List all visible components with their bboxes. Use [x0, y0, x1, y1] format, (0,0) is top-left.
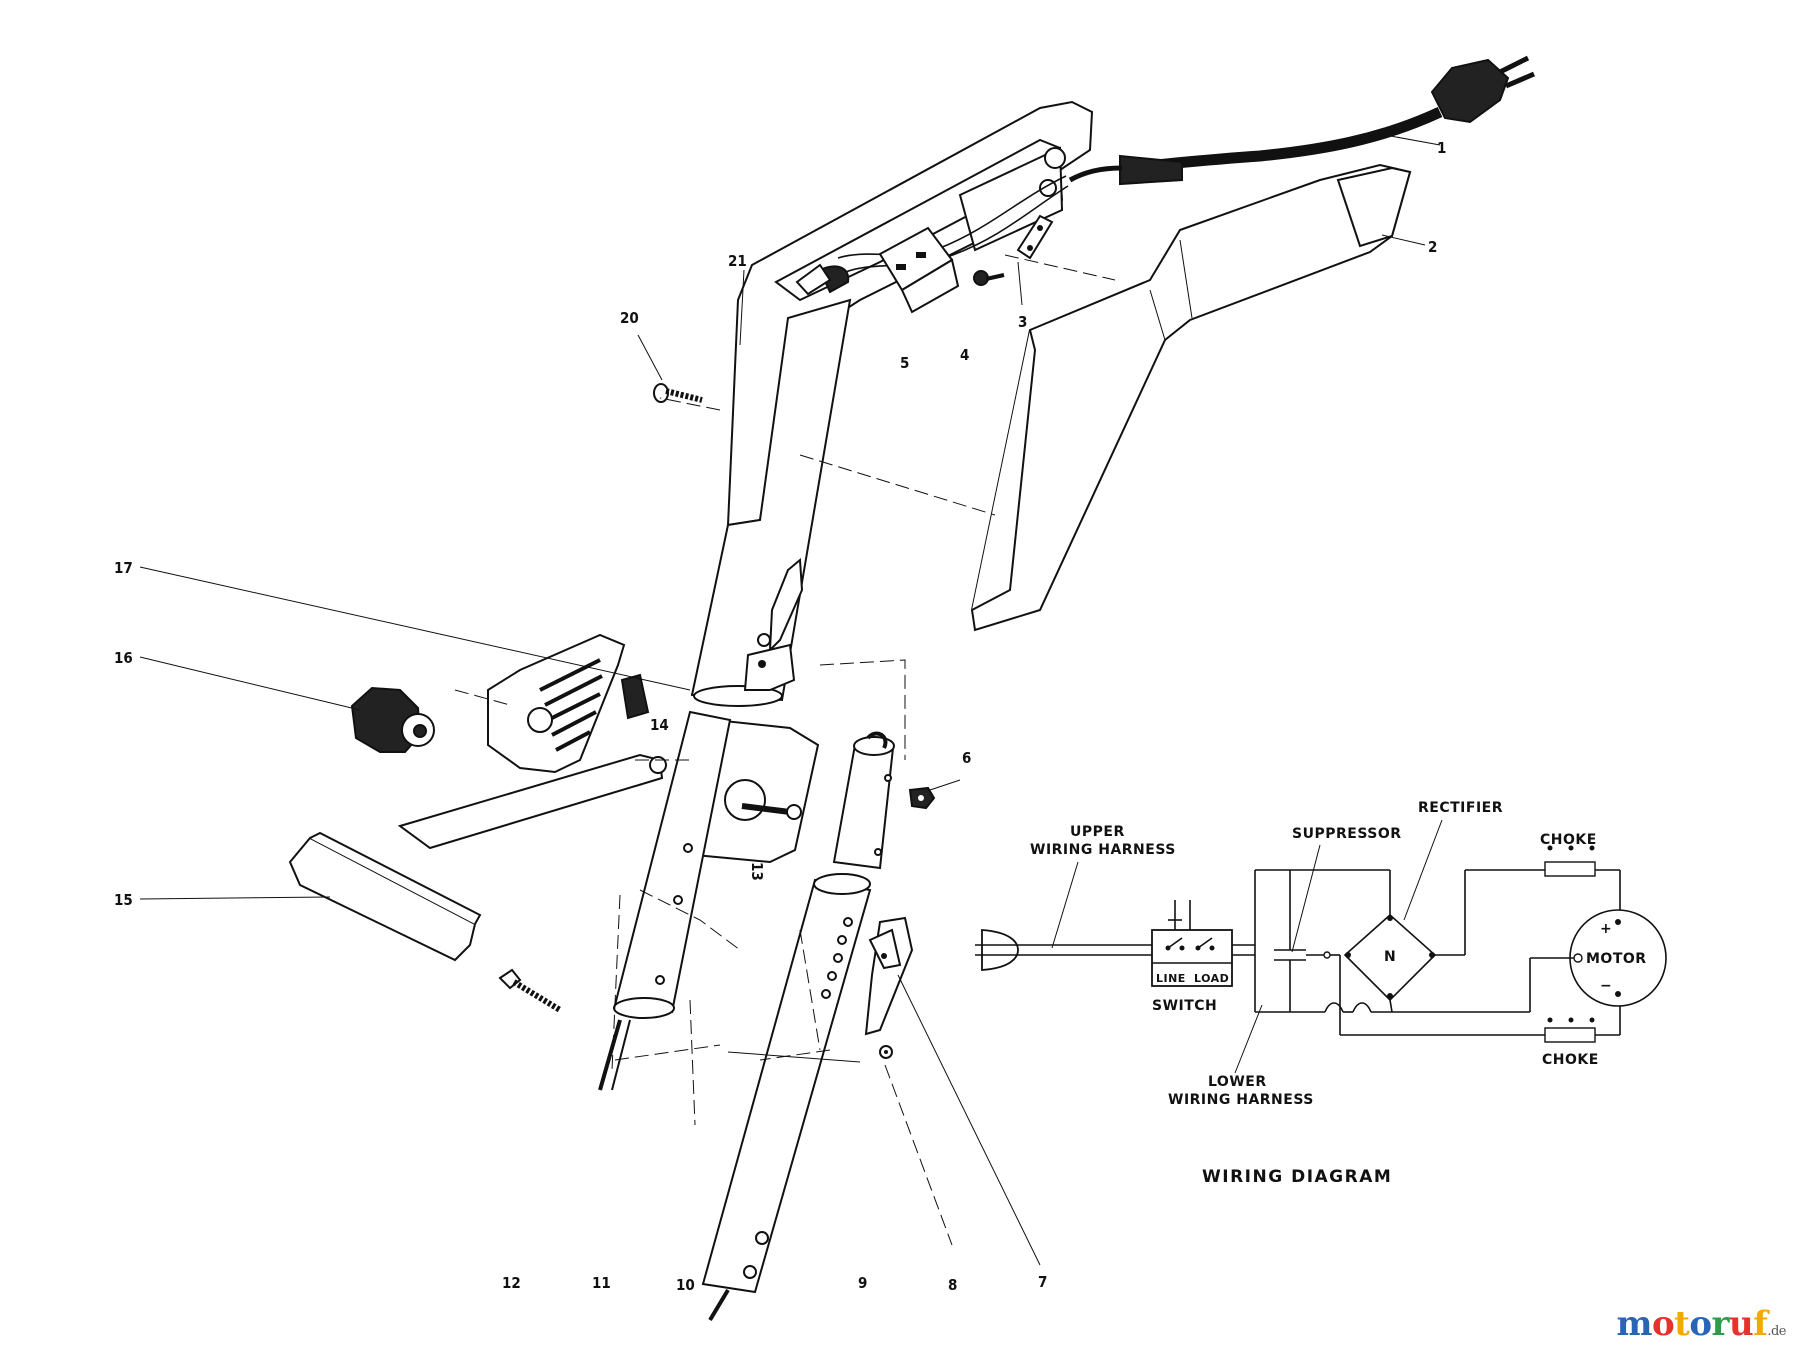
callout-17: 17 [114, 559, 133, 577]
switch-symbol [1151, 929, 1233, 987]
bolt-12 [498, 968, 562, 1013]
callout-5: 5 [900, 354, 909, 372]
callout-10: 10 [676, 1276, 695, 1294]
callout-1: 1 [1437, 139, 1446, 157]
callout-11: 11 [592, 1274, 611, 1292]
callout-21: 21 [728, 252, 747, 270]
upper-handle-right-half [970, 163, 1412, 632]
plug-symbol [981, 929, 1019, 971]
callout-16: 16 [114, 649, 133, 667]
lower-harness-label-2: WIRING HARNESS [1168, 1092, 1314, 1108]
lower-handle-15 [288, 753, 667, 962]
callout-15: 15 [114, 891, 133, 909]
leader-lines [139, 134, 1441, 1266]
lower-harness-label-1: LOWER [1208, 1074, 1267, 1090]
power-cord-plug [1068, 55, 1535, 186]
callout-14: 14 [650, 716, 669, 734]
callout-9: 9 [858, 1274, 867, 1292]
callout-20: 20 [620, 309, 639, 327]
switch-label: SWITCH [1152, 998, 1217, 1014]
upper-handle-left-half [726, 100, 1094, 527]
callout-3: 3 [1018, 313, 1027, 331]
switch-part [878, 226, 960, 314]
motor-label: MOTOR [1586, 951, 1647, 967]
watermark-letter: o [1689, 1304, 1712, 1344]
watermark-letter: f [1753, 1304, 1768, 1344]
choke-top-label: CHOKE [1540, 832, 1597, 848]
screw-4 [973, 270, 1005, 286]
mounting-bracket-17 [487, 633, 626, 774]
choke-bottom-symbol [1544, 1027, 1596, 1043]
callout-13: 13 [748, 862, 766, 881]
watermark-letter: r [1711, 1304, 1730, 1344]
callout-7: 7 [1038, 1273, 1047, 1291]
assembly-lines [454, 254, 1116, 1246]
callout-6: 6 [962, 749, 971, 767]
adjustment-knob-16 [350, 686, 435, 753]
motor-plus: + [1600, 921, 1612, 937]
callout-numbers: 1 2 3 4 5 6 7 8 9 10 11 12 13 14 15 16 1… [114, 139, 1446, 1294]
switch-load-label: LOAD [1194, 972, 1229, 985]
latch-7 [864, 916, 914, 1036]
cord-clamp [1016, 214, 1054, 260]
watermark-letter: u [1728, 1304, 1754, 1344]
suppressor-label: SUPPRESSOR [1292, 826, 1402, 842]
watermark-tld: .de [1767, 1324, 1786, 1339]
spring-14 [620, 673, 650, 720]
watermark-letter: t [1674, 1304, 1690, 1344]
latch-upper [743, 557, 804, 691]
lower-tube-9 [701, 873, 872, 1322]
upper-harness-label-2: WIRING HARNESS [1030, 842, 1176, 858]
watermark-letter: m [1616, 1304, 1652, 1344]
nut-6 [908, 786, 936, 810]
watermark-letters: motoruf [1616, 1304, 1767, 1344]
wiring-diagram-title: WIRING DIAGRAM [1202, 1167, 1392, 1187]
upper-harness-label-1: UPPER [1070, 824, 1125, 840]
wiring-diagram: LINE LOAD SWITCH N [975, 800, 1667, 1187]
watermark-letter: o [1651, 1304, 1675, 1344]
callout-4: 4 [960, 346, 969, 364]
callout-2: 2 [1428, 238, 1437, 256]
rectifier-n-label: N [1384, 949, 1396, 965]
callout-12: 12 [502, 1274, 521, 1292]
short-tube [832, 731, 895, 870]
motor-minus: − [1600, 978, 1612, 994]
screw-20 [653, 383, 703, 403]
screw-8 [879, 1045, 893, 1059]
choke-bottom-label: CHOKE [1542, 1052, 1599, 1068]
choke-top-symbol [1544, 861, 1596, 877]
motoruf-watermark-logo: motoruf.de [1616, 1304, 1786, 1344]
switch-line-label: LINE [1156, 972, 1186, 985]
rectifier-label: RECTIFIER [1418, 800, 1503, 816]
callout-8: 8 [948, 1276, 957, 1294]
lower-tube-10 [598, 710, 732, 1091]
